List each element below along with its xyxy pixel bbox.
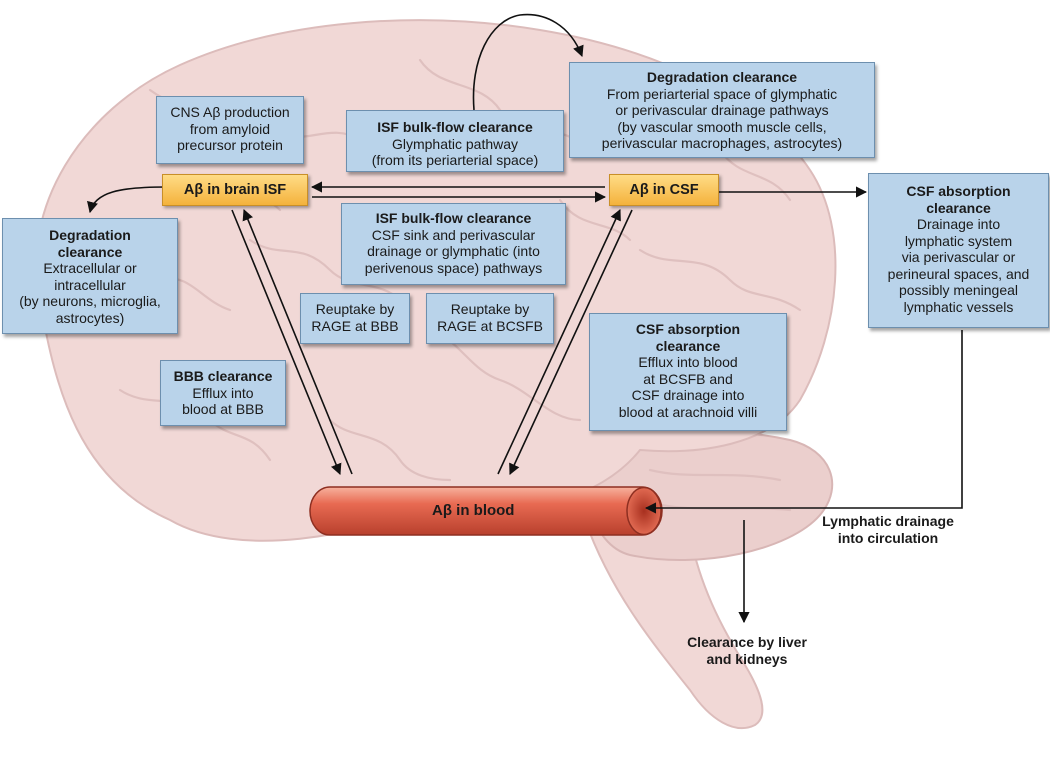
- arrows: [87, 13, 963, 624]
- box-cns-production-text: CNS Aβ production from amyloid precursor…: [170, 104, 290, 153]
- box-degradation-top: Degradation clearance From periarterial …: [569, 62, 875, 158]
- arrow-lymphatic-to-blood: [644, 330, 963, 514]
- brainstem-shape: [583, 518, 764, 730]
- box-degradation-left-text: Extracellular or intracellular (by neuro…: [19, 260, 161, 326]
- arrow-glymphatic-to-degradation: [472, 13, 584, 111]
- box-reuptake-bcsfb-text: Reuptake by RAGE at BCSFB: [437, 301, 543, 334]
- box-csf-absorption-mid-text: Efflux into blood at BCSFB and CSF drain…: [618, 354, 758, 420]
- box-isf-glymphatic-text: Glymphatic pathway (from its periarteria…: [371, 135, 539, 169]
- box-bbb-clearance-text: Efflux into blood at BBB: [182, 384, 264, 418]
- label-clearance-liver-kidneys: Clearance by liver and kidneys: [687, 634, 807, 667]
- box-degradation-left-title: Degradation clearance: [49, 227, 131, 260]
- box-degradation-top-title: Degradation clearance: [646, 69, 798, 85]
- box-isf-csf-sink-text: CSF sink and perivascular drainage or gl…: [364, 226, 543, 276]
- box-reuptake-bcsfb: Reuptake by RAGE at BCSFB: [426, 293, 554, 344]
- box-csf-absorption-right: CSF absorption clearance Drainage into l…: [868, 173, 1049, 328]
- box-csf-absorption-mid-title: CSF absorption clearance: [635, 321, 741, 354]
- box-isf-glymphatic: ISF bulk-flow clearance Glymphatic pathw…: [346, 110, 564, 172]
- box-isf-glymphatic-title: ISF bulk-flow clearance: [377, 119, 533, 135]
- box-csf-absorption-mid: CSF absorption clearance Efflux into blo…: [589, 313, 787, 431]
- label-lymphatic-drainage: Lymphatic drainage into circulation: [822, 513, 954, 546]
- arrow-blood-to-isf: [242, 208, 353, 475]
- box-csf-absorption-right-text: Drainage into lymphatic system via periv…: [887, 216, 1030, 315]
- box-bbb-clearance-title: BBB clearance: [173, 368, 273, 384]
- box-isf-csf-sink-title: ISF bulk-flow clearance: [375, 210, 532, 226]
- arrow-csf-to-blood: [509, 209, 633, 476]
- box-bbb-clearance: BBB clearance Efflux into blood at BBB: [160, 360, 286, 426]
- blood-vessel: [309, 486, 663, 536]
- box-degradation-top-text: From periarterial space of glymphatic or…: [601, 85, 843, 152]
- box-reuptake-bbb-text: Reuptake by RAGE at BBB: [311, 301, 399, 334]
- arrow-isf-to-degradation: [87, 186, 167, 214]
- pool-csf: Aβ in CSF: [609, 174, 719, 206]
- arrow-isf-to-blood: [231, 209, 342, 476]
- box-isf-csf-sink: ISF bulk-flow clearance CSF sink and per…: [341, 203, 566, 285]
- pool-brain-isf: Aβ in brain ISF: [162, 174, 308, 206]
- box-degradation-left: Degradation clearance Extracellular or i…: [2, 218, 178, 334]
- box-reuptake-bbb: Reuptake by RAGE at BBB: [300, 293, 410, 344]
- arrow-blood-to-csf: [497, 208, 621, 475]
- pool-blood: Aβ in blood: [432, 502, 515, 519]
- box-csf-absorption-right-title: CSF absorption clearance: [906, 183, 1011, 216]
- box-cns-production: CNS Aβ production from amyloid precursor…: [156, 96, 304, 164]
